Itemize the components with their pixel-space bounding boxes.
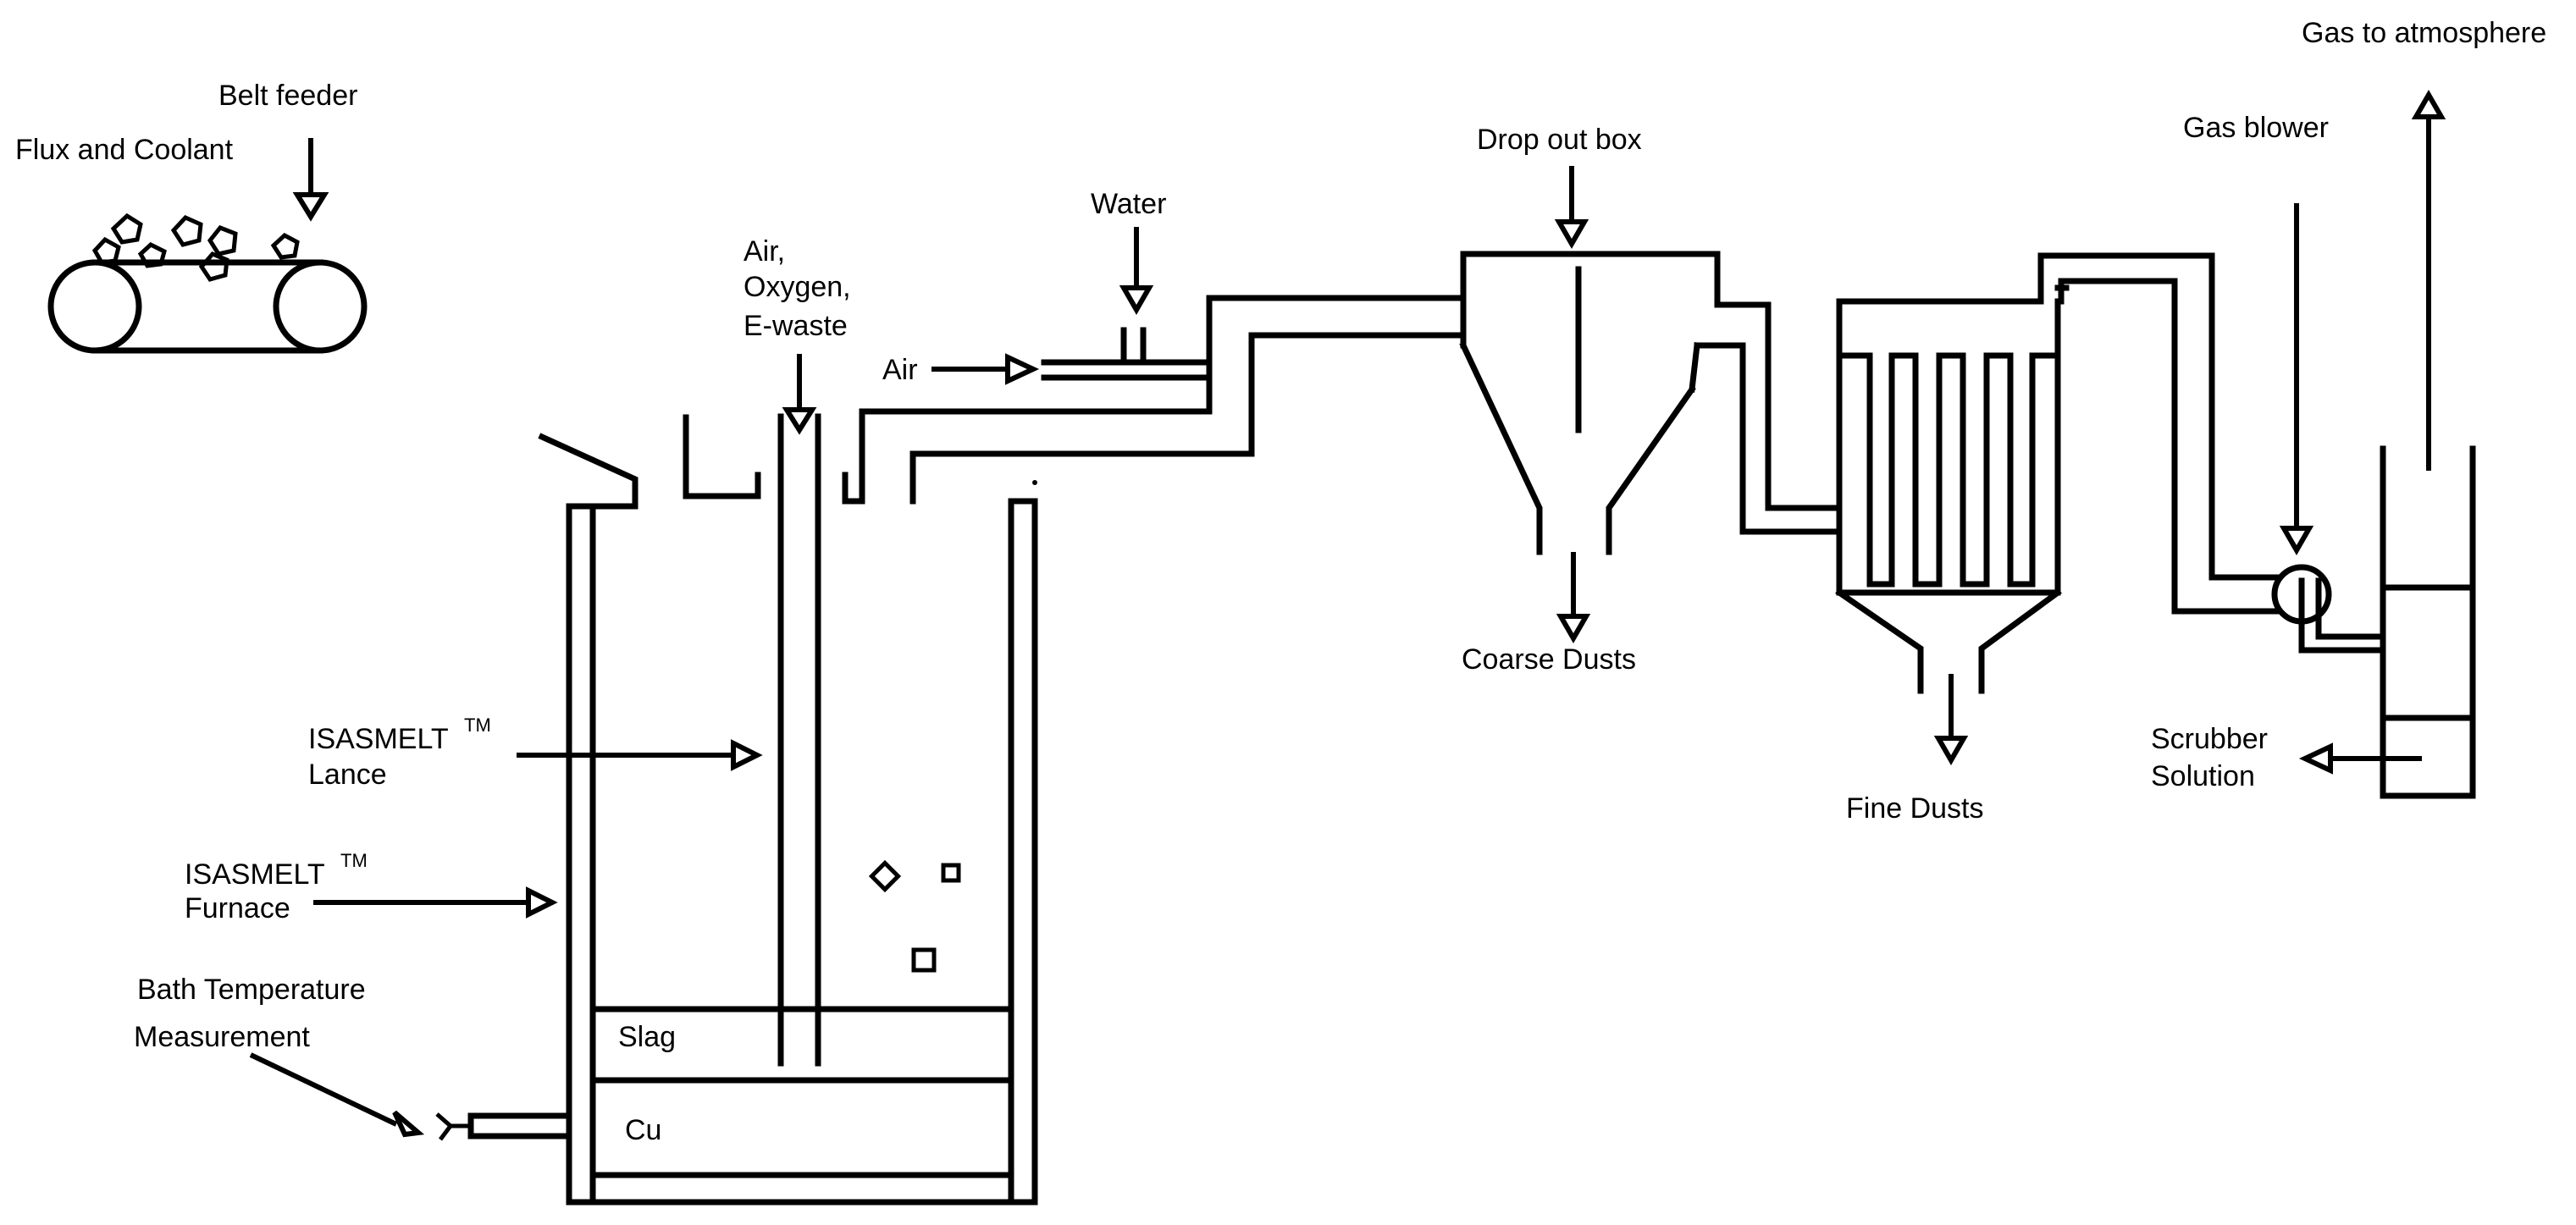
scrubber xyxy=(2380,445,2476,799)
label-coarse-dusts: Coarse Dusts xyxy=(1462,643,1636,676)
label-air-oxygen-ewaste-2: Oxygen, xyxy=(744,271,851,303)
label-slag: Slag xyxy=(618,1021,676,1053)
label-furnace-1: ISASMELT xyxy=(185,858,325,891)
label-air: Air xyxy=(882,354,918,386)
drop-out-box xyxy=(1459,251,1839,555)
fine-dusts-arrow xyxy=(1933,674,1969,766)
label-furnace-2: Furnace xyxy=(185,892,290,924)
bath-temperature-probe xyxy=(249,1052,572,1141)
label-scrubber-2: Solution xyxy=(2151,760,2255,792)
scrubber-solution-arrow xyxy=(2298,742,2422,775)
lance-feed-arrow xyxy=(782,354,817,435)
label-lance-1: ISASMELT xyxy=(308,723,449,755)
label-gas-to-atmosphere: Gas to atmosphere xyxy=(2302,17,2546,49)
label-lance-2: Lance xyxy=(308,759,387,791)
label-bath-1: Bath Temperature xyxy=(137,974,366,1006)
label-air-oxygen-ewaste-3: E-waste xyxy=(744,310,848,342)
feed-particles xyxy=(91,212,300,282)
label-drop-out-box: Drop out box xyxy=(1477,124,1642,156)
collector-plates xyxy=(1836,352,2061,588)
lance-label-arrow xyxy=(517,739,763,771)
label-gas-blower: Gas blower xyxy=(2183,112,2329,144)
furnace-label-arrow xyxy=(313,886,558,919)
label-furnace-tm: TM xyxy=(340,850,368,871)
gas-blower-arrow xyxy=(2279,203,2314,556)
gas-to-atmosphere-arrow xyxy=(2411,89,2446,471)
gas-blower xyxy=(2271,564,2386,654)
label-fine-dusts: Fine Dusts xyxy=(1846,792,1984,825)
isasmelt-lance xyxy=(777,413,821,1067)
coarse-dusts-arrow xyxy=(1556,552,1591,644)
label-lance-tm: TM xyxy=(464,715,491,736)
isasmelt-furnace xyxy=(538,414,1038,1206)
label-flux-coolant: Flux and Coolant xyxy=(15,134,234,166)
belt-feeder xyxy=(47,212,368,354)
air-arrow xyxy=(931,353,1040,385)
fine-dust-collector xyxy=(1835,298,2062,694)
label-water: Water xyxy=(1091,188,1166,220)
label-bath-2: Measurement xyxy=(134,1021,310,1053)
label-belt-feeder: Belt feeder xyxy=(218,80,357,112)
label-scrubber-1: Scrubber xyxy=(2151,723,2268,755)
blower-duct xyxy=(2037,252,2280,615)
label-cu: Cu xyxy=(625,1114,661,1146)
water-arrow xyxy=(1119,227,1154,316)
drop-out-box-arrow xyxy=(1554,166,1589,250)
belt-feeder-arrow xyxy=(292,138,329,222)
label-air-oxygen-ewaste-1: Air, xyxy=(744,235,785,268)
